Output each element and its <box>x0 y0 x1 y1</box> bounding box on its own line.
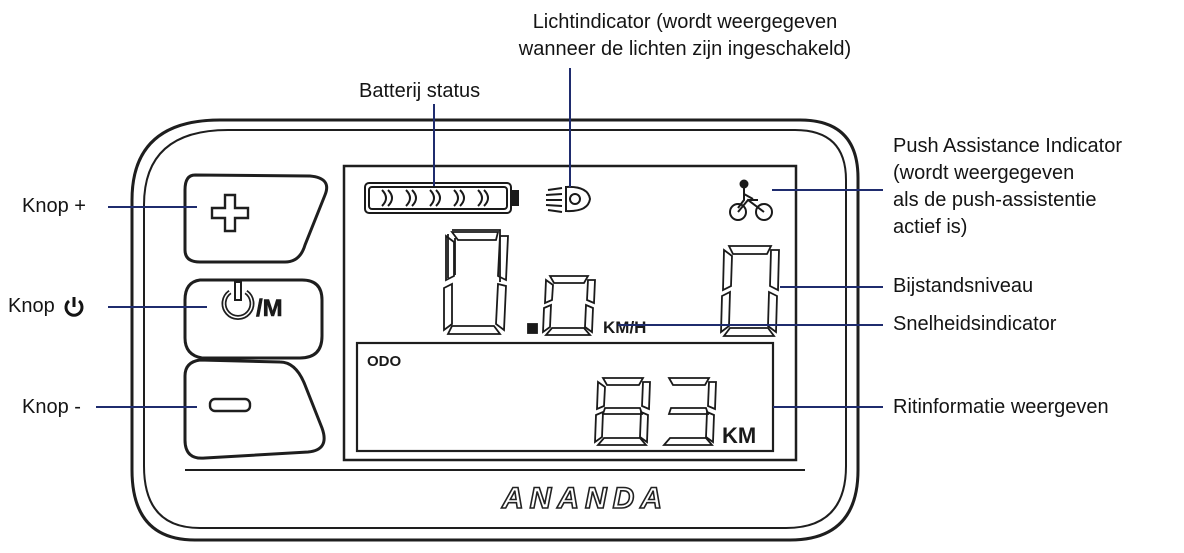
trip-info-panel <box>355 341 775 453</box>
button-power-mode[interactable]: /M <box>183 278 324 360</box>
callout-lines <box>96 68 883 408</box>
button-plus-label: Knop + <box>22 195 86 217</box>
brand-logo: ANANDA <box>501 482 668 515</box>
button-plus[interactable] <box>183 173 329 264</box>
assist-level-digit <box>720 245 780 337</box>
light-indicator-label: Lichtindicator (wordt weergegeven wannee… <box>455 9 915 63</box>
push-assistance-line-2: (wordt weergegeven <box>893 162 1075 184</box>
button-power-label: Knop <box>8 295 55 317</box>
button-minus-label: Knop - <box>22 396 81 418</box>
assist-level-label: Bijstandsniveau <box>893 275 1034 297</box>
power-icon <box>221 281 255 320</box>
device-housing <box>130 118 860 542</box>
button-minus[interactable] <box>183 358 326 460</box>
push-assistance-line-4: actief is) <box>893 216 968 238</box>
push-assistance-line-1: Push Assistance Indicator <box>893 135 1123 157</box>
push-assistance-line-3: als de push-assistentie <box>893 189 1097 211</box>
battery-status-label: Batterij status <box>359 80 481 102</box>
trip-label: ODO <box>367 353 402 370</box>
minus-icon <box>208 397 252 413</box>
speed-digits <box>443 229 596 336</box>
light-indicator-line-1: Lichtindicator (wordt weergegeven <box>532 11 838 33</box>
push-assistance-label: Push Assistance Indicator (wordt weergeg… <box>893 133 1122 241</box>
button-power-label-group: Knop <box>8 293 85 320</box>
push-assist-icon <box>729 179 773 221</box>
light-icon <box>545 185 592 213</box>
speed-unit: KM/H <box>603 318 646 337</box>
trip-unit: KM <box>722 423 756 448</box>
battery-icon <box>364 182 519 214</box>
trip-info-label: Ritinformatie weergeven <box>893 396 1109 418</box>
speed-indicator-label: Snelheidsindicator <box>893 313 1057 335</box>
trip-digits <box>594 377 717 446</box>
power-icon <box>64 296 84 317</box>
mode-label: /M <box>256 295 283 322</box>
light-indicator-line-2: wanneer de lichten zijn ingeschakeld) <box>518 38 852 60</box>
plus-icon <box>210 193 250 233</box>
